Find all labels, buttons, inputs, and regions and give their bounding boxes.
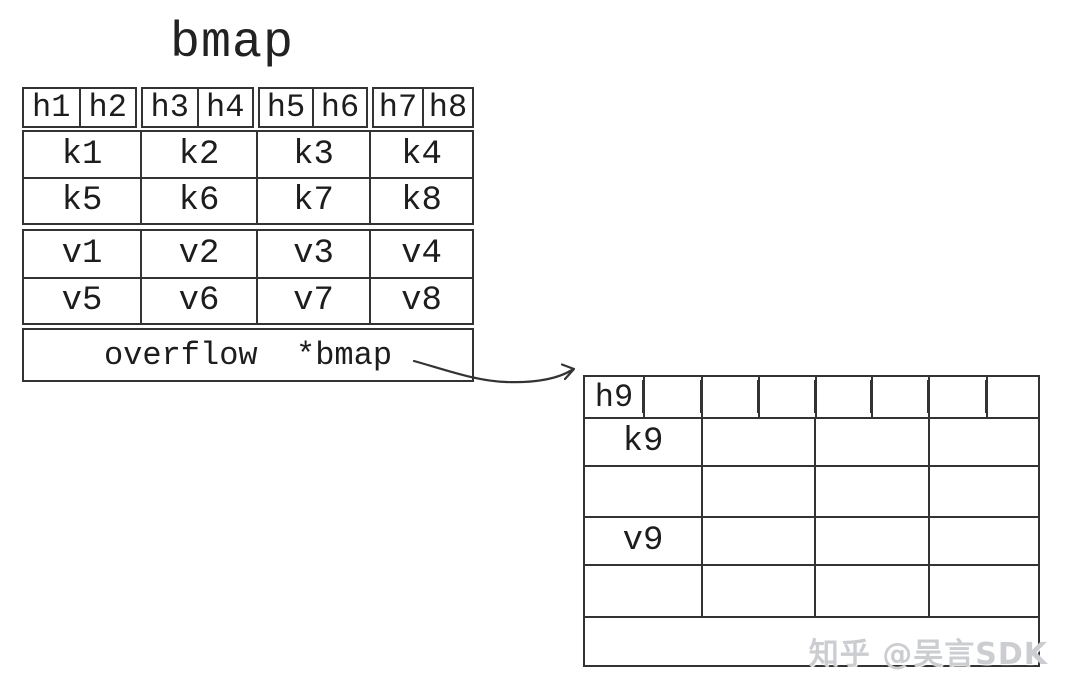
tophash-cell (928, 377, 986, 417)
cell-divider (700, 380, 702, 413)
overflow-key-row (585, 465, 1038, 516)
cell-divider (870, 380, 872, 413)
diagram-title: bmap (170, 15, 295, 72)
tophash-group: h1 h2 (22, 87, 137, 128)
overflow-bucket-table: h9 k9 v9 (583, 375, 1040, 667)
tophash-cell (643, 377, 701, 417)
tophash-cell (758, 377, 815, 417)
overflow-pointer-cell (585, 616, 1038, 665)
tophash-group: h7 h8 (372, 87, 474, 128)
values-block: v1 v2 v3 v4 v5 v6 v7 v8 (22, 229, 474, 325)
tophash-cell: h3 (150, 89, 189, 126)
key-cell (928, 419, 1038, 465)
value-cell: v2 (140, 231, 256, 277)
key-cell: k1 (61, 135, 103, 174)
key-cell: k4 (369, 132, 472, 177)
key-cell (928, 467, 1038, 516)
watermark: 知乎 @吴言SDK (808, 637, 1048, 672)
value-cell: v6 (140, 277, 256, 323)
value-cell: v9 (622, 522, 664, 560)
tophash-cell: h2 (78, 89, 136, 126)
value-cell: v8 (369, 277, 472, 323)
overflow-value-row (585, 564, 1038, 616)
key-cell: k7 (256, 177, 369, 223)
tophash-group: h3 h4 (141, 87, 254, 128)
value-cell (585, 566, 701, 616)
value-cell (814, 566, 928, 616)
overflow-pointer-cell: overflow *bmap (22, 328, 474, 382)
value-cell: v4 (369, 231, 472, 277)
tophash-cell (871, 377, 928, 417)
value-cell: v7 (256, 277, 369, 323)
value-cell (928, 518, 1038, 564)
tophash-group: h5 h6 (258, 87, 368, 128)
tophash-cell: h5 (266, 89, 306, 126)
value-cell: v3 (256, 231, 369, 277)
key-cell: k5 (24, 177, 140, 223)
key-cell: k3 (256, 132, 369, 177)
tophash-cell: h1 (32, 89, 71, 126)
tophash-cell: h4 (196, 89, 253, 126)
value-cell (814, 518, 928, 564)
value-cell (701, 566, 814, 616)
key-cell (814, 419, 928, 465)
tophash-cell (986, 377, 1038, 417)
cell-divider (814, 380, 816, 413)
key-cell (701, 419, 814, 465)
overflow-value-row: v9 (585, 516, 1038, 564)
main-bucket-table: h1 h2 h3 h4 h5 h6 h7 h8 k1 k2 k3 k4 k5 k… (22, 87, 474, 385)
tophash-cell: h9 (594, 378, 634, 416)
value-cell (928, 566, 1038, 616)
tophash-cell: h7 (378, 89, 418, 126)
tophash-cell: h6 (312, 89, 366, 126)
tophash-cell (701, 377, 758, 417)
keys-block: k1 k2 k3 k4 k5 k6 k7 k8 (22, 130, 474, 225)
tophash-cell: h8 (422, 89, 472, 126)
overflow-arrow-icon (412, 359, 576, 384)
overflow-tophash-row: h9 (585, 377, 1038, 417)
value-cell: v1 (61, 235, 103, 273)
key-cell: k6 (140, 177, 256, 223)
key-cell (814, 467, 928, 516)
cell-divider (985, 380, 987, 413)
key-cell (585, 467, 701, 516)
key-cell: k8 (369, 177, 472, 223)
cell-divider (642, 380, 644, 413)
key-cell (701, 467, 814, 516)
key-cell: k9 (622, 423, 664, 461)
tophash-cell (815, 377, 871, 417)
value-cell (701, 518, 814, 564)
value-cell: v5 (24, 277, 140, 323)
cell-divider (757, 380, 759, 413)
overflow-key-row: k9 (585, 417, 1038, 465)
key-cell: k2 (140, 132, 256, 177)
cell-divider (927, 380, 929, 413)
